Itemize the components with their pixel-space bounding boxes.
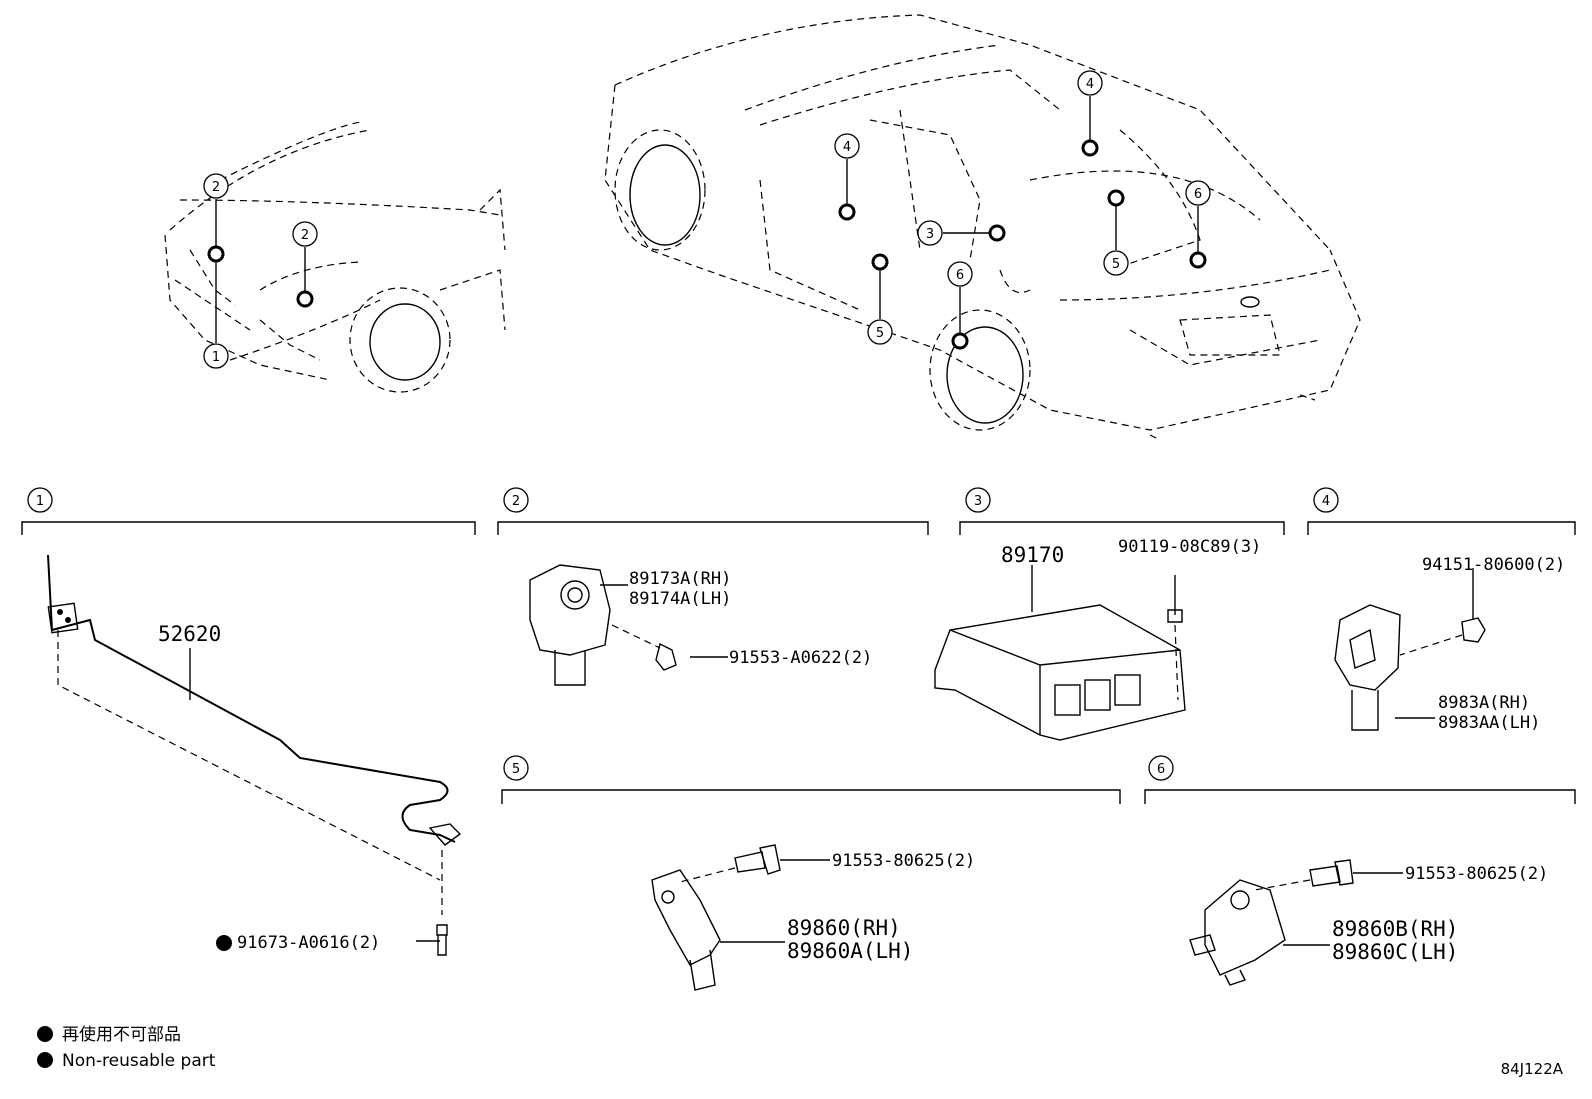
legend-english-text: Non-reusable part: [62, 1051, 216, 1071]
group-4-header: 4: [1307, 487, 1576, 535]
callout-6-label: 6: [956, 268, 964, 283]
diagram-code: 84J122A: [1501, 1060, 1564, 1078]
group-2-number: 2: [512, 494, 520, 509]
group-3-airbag-ecu: [934, 565, 1186, 741]
callout-4-label: 4: [1086, 77, 1094, 92]
part-8983A-label: 8983A(RH): [1438, 693, 1530, 713]
group-2-sensor: [529, 564, 728, 686]
callout-2-label: 2: [212, 180, 220, 195]
legend-japanese-text: 再使用不可部品: [62, 1024, 181, 1045]
part-89173A-label: 89173A(RH): [629, 569, 731, 589]
part-89170-label: 89170: [1001, 543, 1064, 567]
group-3-header: 3: [959, 487, 1285, 535]
rear-car-illustration: [604, 14, 1361, 441]
rear-car-callout-4a: 4: [834, 133, 860, 221]
bolt-91553-80625-label-5: 91553-80625(2): [832, 851, 975, 871]
bolt-91673-A0616-label: 91673-A0616(2): [237, 933, 380, 953]
rear-car-callout-6b: 6: [1185, 180, 1211, 269]
nut-94151-80600-label: 94151-80600(2): [1422, 555, 1565, 575]
group-1-header: 1: [21, 487, 476, 535]
group-3-number: 3: [974, 494, 982, 509]
group-1-number: 1: [36, 494, 44, 509]
group-1-bolt: [216, 924, 448, 956]
group-4-number: 4: [1322, 494, 1330, 509]
legend: 再使用不可部品 Non-reusable part: [37, 1024, 216, 1071]
callout-3-label: 3: [926, 227, 934, 242]
group-1-sensor-wire: [47, 554, 462, 915]
non-reusable-dot-icon: [37, 1026, 53, 1042]
bolt-91553-80625-label-6: 91553-80625(2): [1405, 864, 1548, 884]
callout-6-label: 6: [1194, 187, 1202, 202]
group-5-header: 5: [501, 755, 1121, 804]
front-car-callout-2-left: 2 1: [203, 173, 229, 369]
part-8983AA-label: 8983AA(LH): [1438, 713, 1540, 733]
rear-car-callout-5a: 5: [867, 253, 893, 345]
part-89174A-label: 89174A(LH): [629, 589, 731, 609]
group-6-number: 6: [1157, 762, 1165, 777]
group-6-sensor: [1189, 859, 1403, 986]
part-89860-label: 89860(RH): [787, 916, 901, 940]
callout-2-label: 2: [301, 228, 309, 243]
non-reusable-dot-icon: [216, 935, 232, 951]
bolt-91553-A0622-label: 91553-A0622(2): [729, 648, 872, 668]
bolt-90119-08C89-label: 90119-08C89(3): [1118, 537, 1261, 557]
group-2-header: 2: [497, 487, 929, 535]
rear-car-callout-5b: 5: [1103, 189, 1129, 276]
front-car-callout-2-right: 2: [292, 221, 318, 308]
non-reusable-dot-icon: [37, 1052, 53, 1068]
group-4-sensor: [1334, 568, 1486, 731]
rear-car-callout-6a: 6: [947, 261, 973, 350]
group-5-number: 5: [512, 762, 520, 777]
part-89860C-label: 89860C(LH): [1332, 940, 1458, 964]
group-6-header: 6: [1144, 755, 1576, 804]
group-5-sensor: [651, 844, 830, 991]
part-89860B-label: 89860B(RH): [1332, 917, 1458, 941]
callout-4-label: 4: [843, 140, 851, 155]
part-52620-label: 52620: [158, 622, 221, 646]
rear-car-callout-3: 3: [917, 220, 1006, 246]
rear-car-callout-4b: 4: [1077, 70, 1103, 157]
callout-1-label: 1: [212, 350, 220, 365]
callout-5-label: 5: [876, 326, 884, 341]
callout-5-label: 5: [1112, 257, 1120, 272]
part-89860A-label: 89860A(LH): [787, 939, 913, 963]
